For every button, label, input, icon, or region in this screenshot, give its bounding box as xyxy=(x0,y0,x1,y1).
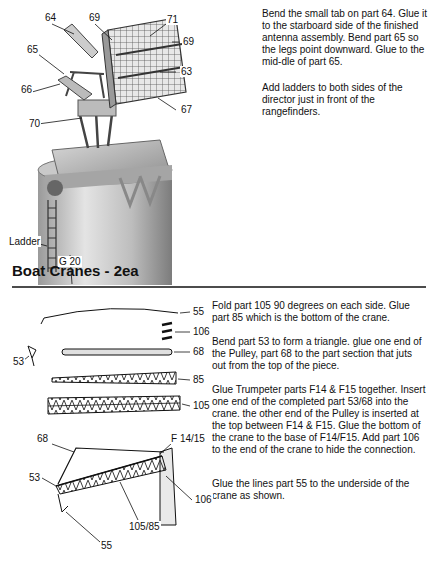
callout-number: 67 xyxy=(180,104,193,115)
callout-number: G 20 xyxy=(58,256,82,267)
callout-number: 68 xyxy=(192,346,205,357)
callout-number: 55 xyxy=(192,306,205,317)
callout-number: 106 xyxy=(192,326,211,337)
callout-number: F 14/15 xyxy=(170,433,206,444)
callout-number: 68 xyxy=(36,433,49,444)
callout-number: 70 xyxy=(28,118,41,129)
rule xyxy=(12,286,426,288)
callout-number: 69 xyxy=(182,36,195,47)
leader-lines xyxy=(32,24,179,284)
callout-number: 106 xyxy=(194,494,213,505)
instruction-text: Glue the lines part 55 to the underside … xyxy=(212,478,426,502)
callout-number: 85 xyxy=(192,374,205,385)
callout-number: 71 xyxy=(166,14,179,25)
instruction-text: Add ladders to both sides of the directo… xyxy=(262,82,428,118)
callout-number: Ladder xyxy=(8,236,41,247)
callout-number: 105/85 xyxy=(128,521,161,532)
callout-number: 63 xyxy=(180,66,193,77)
callout-number: 69 xyxy=(88,12,101,23)
callout-number: 65 xyxy=(26,44,39,55)
callout-number: 55 xyxy=(100,540,113,551)
instruction-text: Bend part 53 to form a triangle. glue on… xyxy=(212,336,426,372)
callout-number: 64 xyxy=(44,12,57,23)
callout-number: 53 xyxy=(28,472,41,483)
callout-number: 53 xyxy=(12,356,25,367)
instruction-text: Bend the small tab on part 64. Glue it t… xyxy=(262,8,428,68)
instruction-text: Glue Trumpeter parts F14 & F15 together.… xyxy=(212,384,426,456)
parts-illustration xyxy=(28,309,180,525)
director-illustration xyxy=(38,18,186,285)
leader-lines xyxy=(24,312,192,542)
callout-number: 66 xyxy=(20,84,33,95)
callout-number: 105 xyxy=(192,400,211,411)
instruction-text: Fold part 105 90 degrees on each side. G… xyxy=(212,300,426,324)
